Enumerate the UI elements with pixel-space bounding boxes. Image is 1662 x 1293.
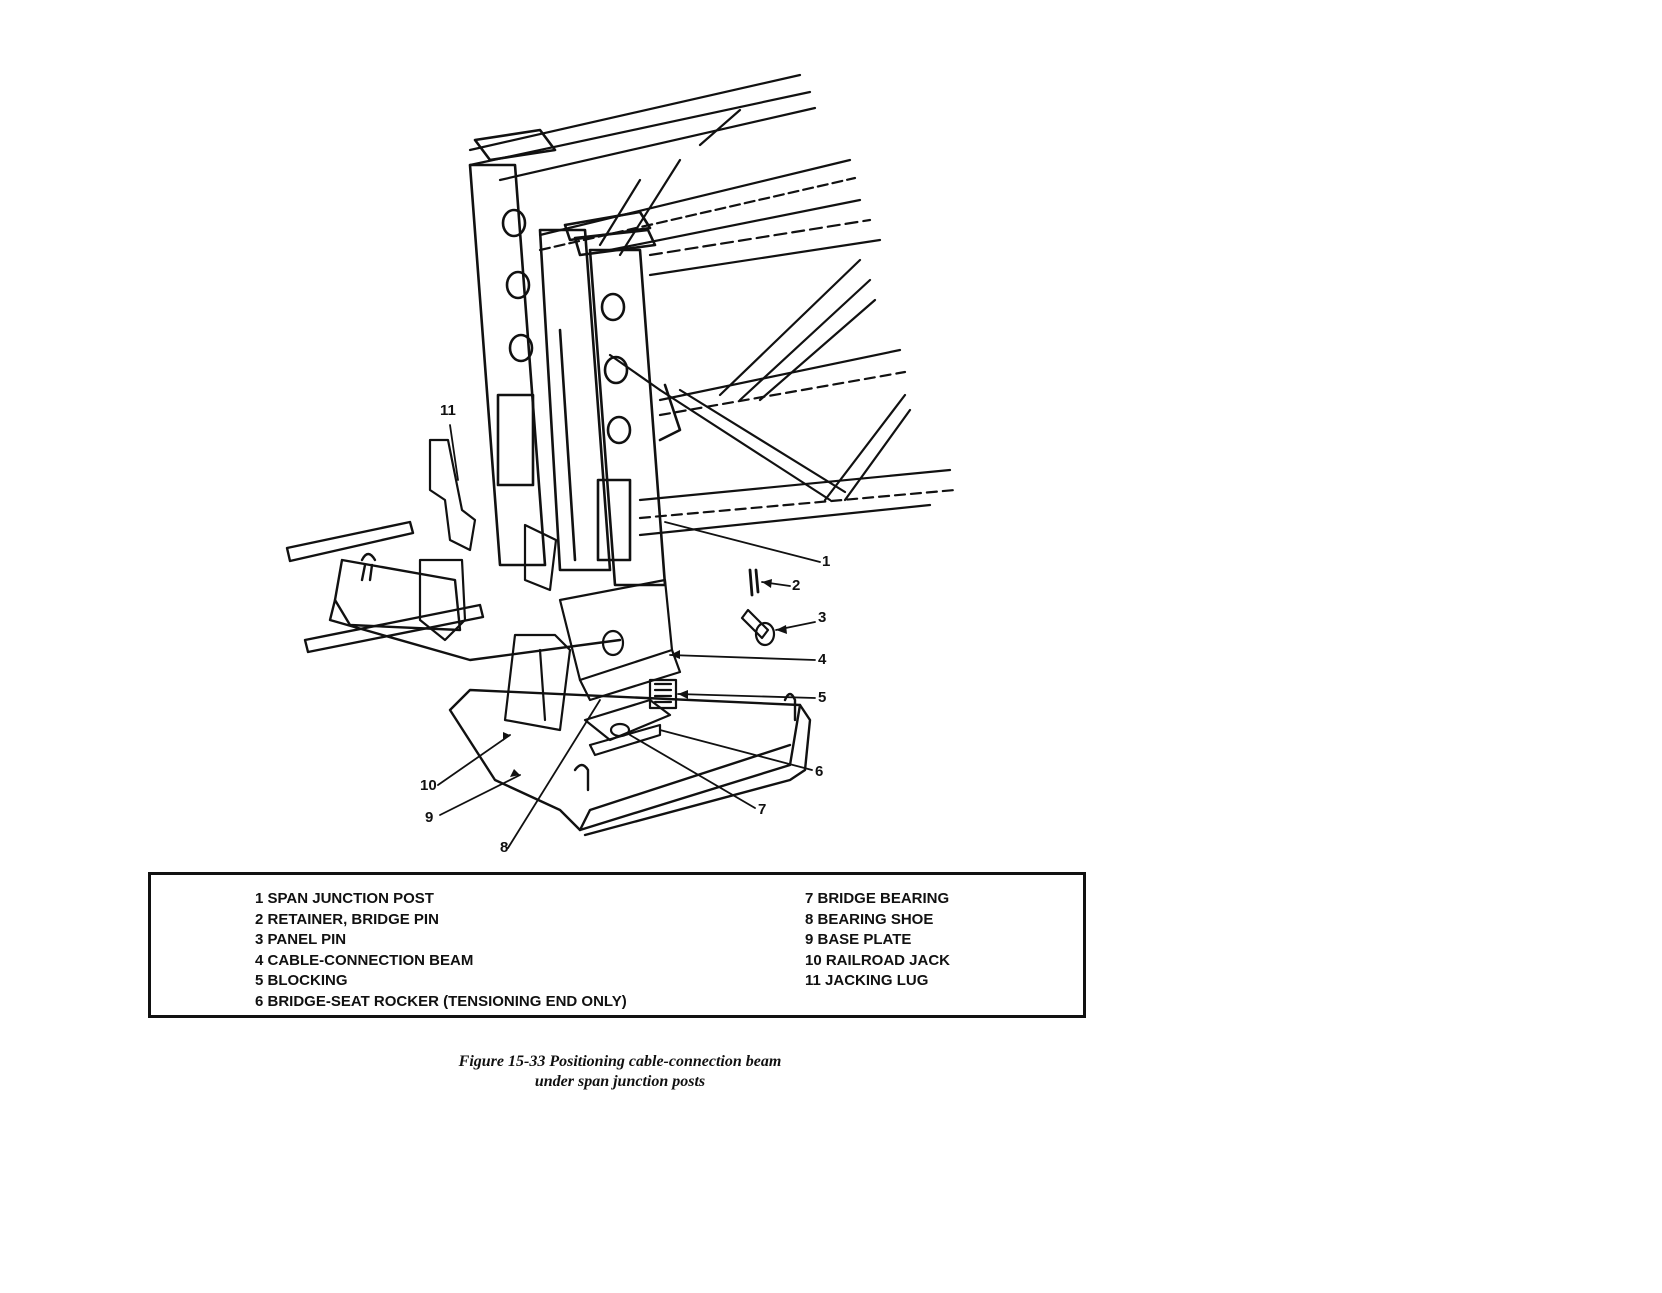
callout-4: 4 xyxy=(818,651,827,668)
legend-item-5: 5 BLOCKING xyxy=(255,972,348,989)
legend-item-7: 7 BRIDGE BEARING xyxy=(805,890,950,907)
callout-8: 8 xyxy=(500,839,508,856)
callout-1: 1 xyxy=(822,553,830,570)
legend-item-9: 9 BASE PLATE xyxy=(805,931,912,948)
legend-item-1: 1 SPAN JUNCTION POST xyxy=(255,890,434,907)
callout-2: 2 xyxy=(792,577,800,594)
callout-10: 10 xyxy=(420,777,437,794)
legend-item-10: 10 RAILROAD JACK xyxy=(805,951,951,969)
callout-9: 9 xyxy=(425,809,433,826)
cable-connection-beam xyxy=(558,578,682,710)
legend-item-8: 8 BEARING SHOE xyxy=(805,910,934,928)
callout-5: 5 xyxy=(818,689,826,706)
callout-6: 6 xyxy=(815,763,823,780)
callout-11: 11 xyxy=(440,402,456,419)
truss-panels xyxy=(468,73,957,537)
leader-lines xyxy=(437,424,821,849)
legend-item-4: 4 CABLE-CONNECTION BEAM xyxy=(255,951,474,969)
bridge-jacking-illustration: 1 2 3 4 5 6 7 8 9 10 11 xyxy=(285,73,957,856)
legend-item-3: 3 PANEL PIN xyxy=(255,931,347,948)
callout-3: 3 xyxy=(818,609,826,626)
bridge-bearing-assembly xyxy=(583,698,672,757)
legend-column-left: 1 SPAN JUNCTION POST 2 RETAINER, BRIDGE … xyxy=(255,889,627,1012)
legend-item-11: 11 JACKING LUG xyxy=(805,972,929,989)
base-plates xyxy=(328,552,812,837)
leader-arrowheads xyxy=(503,579,787,777)
bridge-pin-retainer xyxy=(748,568,760,597)
parts-legend: 1 SPAN JUNCTION POST 2 RETAINER, BRIDGE … xyxy=(148,872,1086,1018)
caption-line-1: Figure 15-33 Positioning cable-connectio… xyxy=(458,1053,782,1070)
callout-labels: 1 2 3 4 5 6 7 8 9 10 11 xyxy=(420,402,830,856)
callout-7: 7 xyxy=(758,801,766,818)
legend-column-right: 7 BRIDGE BEARING 8 BEARING SHOE 9 BASE P… xyxy=(805,889,950,992)
caption-line-2: under span junction posts xyxy=(534,1073,706,1090)
legend-item-6: 6 BRIDGE-SEAT ROCKER (TENSIONING END ONL… xyxy=(255,992,627,1010)
legend-item-2: 2 RETAINER, BRIDGE PIN xyxy=(255,910,439,928)
jack-handles xyxy=(285,520,485,654)
figure-caption: Figure 15-33 Positioning cable-connectio… xyxy=(300,1052,940,1092)
panel-pin xyxy=(740,608,776,647)
